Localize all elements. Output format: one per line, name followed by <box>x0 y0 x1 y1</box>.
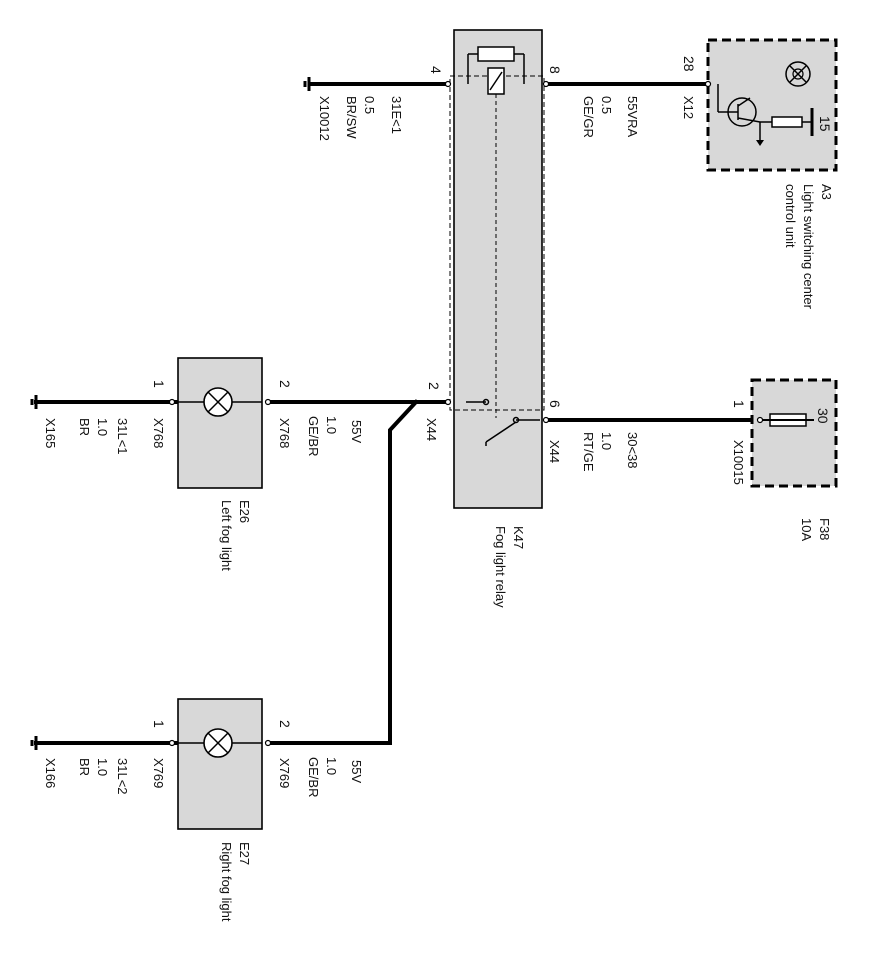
fog-light-relay: 4 8 2 6 X44 X44 K47 Fog light relay <box>424 29 563 608</box>
left-fog-id: E26 <box>237 500 252 523</box>
right-feed-color: GE/BR <box>306 757 321 797</box>
right-fog-ground-color: BR <box>77 758 92 776</box>
wires <box>34 82 762 745</box>
ground-symbol-left-fog <box>30 395 38 409</box>
relay-connector-right: X44 <box>547 440 562 463</box>
fuse-connector: X10015 <box>731 440 746 485</box>
relay-pin-2: 2 <box>426 382 442 390</box>
lamp-icon <box>203 728 233 758</box>
left-fog-light-body <box>177 357 263 489</box>
left-fog-connector-2: X768 <box>277 418 292 448</box>
wire-branch-to-right-fog <box>270 399 419 745</box>
right-feed-wire-labels: 55V 1.0 GE/BR <box>306 757 364 797</box>
right-fog-name: Right fog light <box>219 842 234 922</box>
lamp-icon <box>203 387 233 417</box>
switch-unit-id: A3 <box>819 184 834 200</box>
left-fog-ground-signal: 31L<1 <box>115 418 130 455</box>
ground-relay-labels: 31E<1 0.5 BR/SW X10012 <box>317 96 404 141</box>
fuse-pin: 1 <box>731 400 747 408</box>
ground-relay-connector: X10012 <box>317 96 332 141</box>
right-fog-pin-1: 1 <box>151 720 167 728</box>
left-feed-wire-labels: 55V 1.0 GE/BR <box>306 416 364 456</box>
left-fog-ground-connector: X165 <box>43 418 58 448</box>
ground-symbol-relay <box>303 77 311 91</box>
switch-connector: X12 <box>681 96 696 119</box>
left-fog-ground-size: 1.0 <box>95 418 110 436</box>
right-feed-signal: 55V <box>349 760 364 783</box>
left-fog-connector-1: X768 <box>151 418 166 448</box>
right-fog-pin-2: 2 <box>277 720 293 728</box>
relay-pin-6: 6 <box>547 400 563 408</box>
fuse-box <box>750 378 838 488</box>
relay-inner-dashed-outline <box>449 75 545 411</box>
light-switch-icon <box>785 61 811 87</box>
left-feed-size: 1.0 <box>324 416 339 434</box>
fuse-relay-signal: 30<38 <box>625 432 640 469</box>
resistor-symbol <box>771 116 803 128</box>
left-fog-name: Left fog light <box>219 500 234 571</box>
left-fog-ground-color: BR <box>77 418 92 436</box>
ground-relay-color: BR/SW <box>344 96 359 139</box>
connector-marks <box>168 80 764 747</box>
left-feed-color: GE/BR <box>306 416 321 456</box>
right-fog-ground-connector: X166 <box>43 758 58 788</box>
relay-id: K47 <box>511 526 526 549</box>
switch-unit-name-line2: control unit <box>783 184 798 248</box>
right-fog-connector-1: X769 <box>151 758 166 788</box>
right-fog-ground-size: 1.0 <box>95 758 110 776</box>
fuse: 30 1 X10015 F38 10A <box>731 378 838 541</box>
fuse-rating: 10A <box>799 518 814 541</box>
switch-terminal-15: 15 <box>817 116 833 132</box>
fuse-relay-color: RT/GE <box>581 432 596 472</box>
relay-switch-signal: 55VRA <box>625 96 640 138</box>
ground-relay-signal: 31E<1 <box>389 96 404 134</box>
relay-connector-left: X44 <box>424 418 439 441</box>
right-fog-light-body <box>177 698 263 830</box>
relay-coil-symbol <box>477 46 515 62</box>
left-feed-signal: 55V <box>349 420 364 443</box>
fuse-terminal-30: 30 <box>815 408 831 424</box>
right-fog-connector-2: X769 <box>277 758 292 788</box>
relay-switch-wire-labels: 55VRA 0.5 GE/GR <box>581 96 640 138</box>
right-fog-light: 1 2 X769 X769 31L<2 1.0 BR X166 E27 Righ… <box>43 698 293 922</box>
relay-body <box>453 29 543 509</box>
relay-pin-4: 4 <box>428 66 444 74</box>
right-fog-ground-signal: 31L<2 <box>115 758 130 795</box>
switch-pin-28: 28 <box>681 56 697 72</box>
fuse-relay-size: 1.0 <box>599 432 614 450</box>
ground-symbol-right-fog <box>30 736 38 750</box>
switch-unit-body <box>706 38 838 172</box>
left-fog-pin-1: 1 <box>151 380 167 388</box>
switch-unit-name-line1: Light switching center <box>801 184 816 310</box>
relay-name: Fog light relay <box>493 526 508 608</box>
relay-switch-color: GE/GR <box>581 96 596 138</box>
light-switching-center: 28 15 X12 A3 Light switching center cont… <box>681 38 838 310</box>
fuse-id: F38 <box>817 518 832 540</box>
left-fog-pin-2: 2 <box>277 380 293 388</box>
relay-switch-size: 0.5 <box>599 96 614 114</box>
ground-relay-size: 0.5 <box>362 96 377 114</box>
left-fog-light: 1 2 X768 X768 31L<1 1.0 BR X165 E26 Left… <box>43 357 293 571</box>
fuse-relay-wire-labels: 30<38 1.0 RT/GE <box>581 432 640 472</box>
right-fog-id: E27 <box>237 842 252 865</box>
right-feed-size: 1.0 <box>324 757 339 775</box>
relay-pin-8: 8 <box>547 66 563 74</box>
